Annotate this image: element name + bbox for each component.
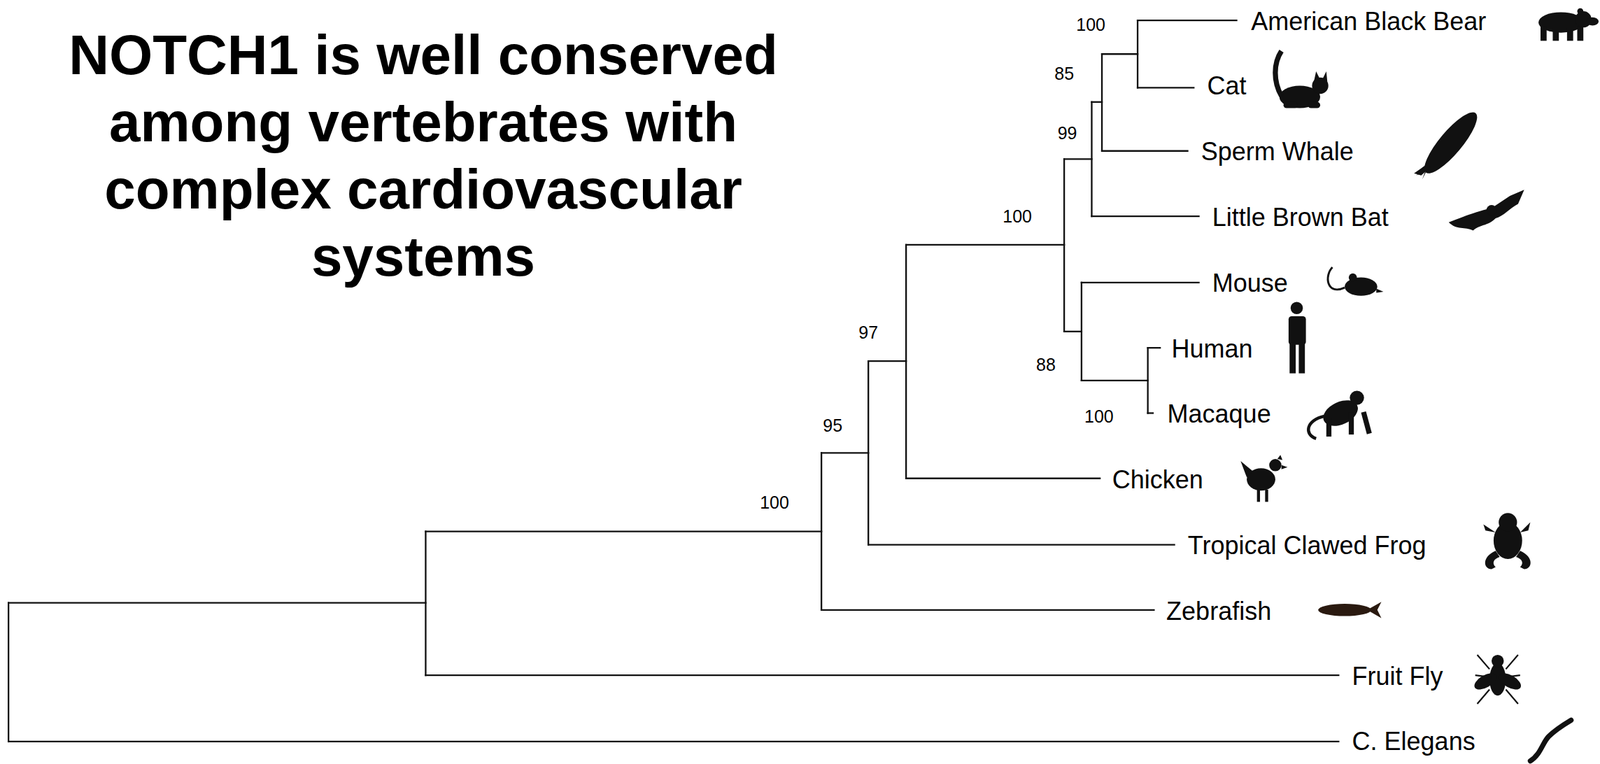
tree-branch bbox=[1064, 330, 1082, 333]
tree-branch bbox=[905, 477, 1100, 480]
tree-branch bbox=[7, 603, 10, 742]
human-silhouette bbox=[1288, 302, 1307, 374]
worm-silhouette bbox=[1530, 719, 1571, 761]
species-label: Tropical Clawed Frog bbox=[1187, 533, 1427, 559]
bootstrap-value: 97 bbox=[858, 323, 879, 342]
tree-branch bbox=[1148, 412, 1153, 414]
tree-branch bbox=[1148, 347, 1160, 349]
tree-branch bbox=[1091, 215, 1199, 217]
bootstrap-value: 100 bbox=[759, 493, 790, 511]
species-label: Mouse bbox=[1212, 270, 1288, 296]
whale-silhouette bbox=[1413, 105, 1484, 180]
bootstrap-value: 88 bbox=[1036, 355, 1056, 373]
species-label: Fruit Fly bbox=[1352, 663, 1444, 690]
tree-branch bbox=[1081, 379, 1149, 382]
species-label: Cat bbox=[1206, 73, 1246, 99]
tree-branch bbox=[1137, 86, 1194, 89]
mouse-silhouette bbox=[1327, 267, 1384, 296]
species-silhouettes bbox=[1240, 8, 1599, 762]
fly-silhouette bbox=[1471, 654, 1524, 704]
tree-branch bbox=[821, 609, 1154, 611]
species-label: Little Brown Bat bbox=[1212, 204, 1389, 231]
chicken-silhouette bbox=[1240, 454, 1288, 502]
tree-branch bbox=[1064, 158, 1092, 160]
slide-title: NOTCH1 is well conserved among vertebrat… bbox=[59, 21, 788, 291]
frog-silhouette bbox=[1483, 512, 1531, 569]
species-label: C. Elegans bbox=[1352, 728, 1476, 755]
bat-silhouette bbox=[1448, 189, 1525, 231]
species-label: Chicken bbox=[1112, 467, 1204, 493]
tree-branch bbox=[8, 601, 426, 604]
tree-branch bbox=[868, 543, 1174, 545]
zebrafish-silhouette bbox=[1318, 601, 1382, 618]
tree-branch bbox=[868, 360, 906, 362]
tree-branch bbox=[1101, 53, 1138, 55]
species-label: Zebrafish bbox=[1166, 598, 1272, 625]
tree-branch bbox=[1091, 101, 1102, 103]
tree-branch bbox=[905, 244, 1065, 246]
tree-branch bbox=[425, 530, 822, 532]
bootstrap-value: 100 bbox=[1075, 16, 1106, 34]
tree-branches bbox=[8, 20, 1339, 742]
species-label: Macaque bbox=[1167, 401, 1272, 427]
macaque-silhouette bbox=[1308, 390, 1372, 439]
bootstrap-value: 95 bbox=[822, 416, 843, 435]
tree-branch bbox=[1081, 281, 1200, 284]
cat-silhouette bbox=[1275, 51, 1329, 109]
tree-branch bbox=[821, 451, 869, 454]
bootstrap-value: 100 bbox=[1002, 207, 1032, 226]
tree-branch bbox=[1137, 19, 1237, 21]
bear-silhouette bbox=[1538, 8, 1599, 42]
species-label: Sperm Whale bbox=[1201, 139, 1354, 165]
species-label: Human bbox=[1171, 336, 1253, 362]
tree-branch bbox=[1101, 150, 1188, 152]
species-label: American Black Bear bbox=[1250, 9, 1486, 35]
bootstrap-value: 100 bbox=[1084, 407, 1114, 426]
tree-branch bbox=[425, 674, 1339, 676]
bootstrap-value: 85 bbox=[1054, 65, 1074, 83]
tree-branch bbox=[8, 740, 1339, 743]
bootstrap-value: 99 bbox=[1057, 123, 1078, 142]
